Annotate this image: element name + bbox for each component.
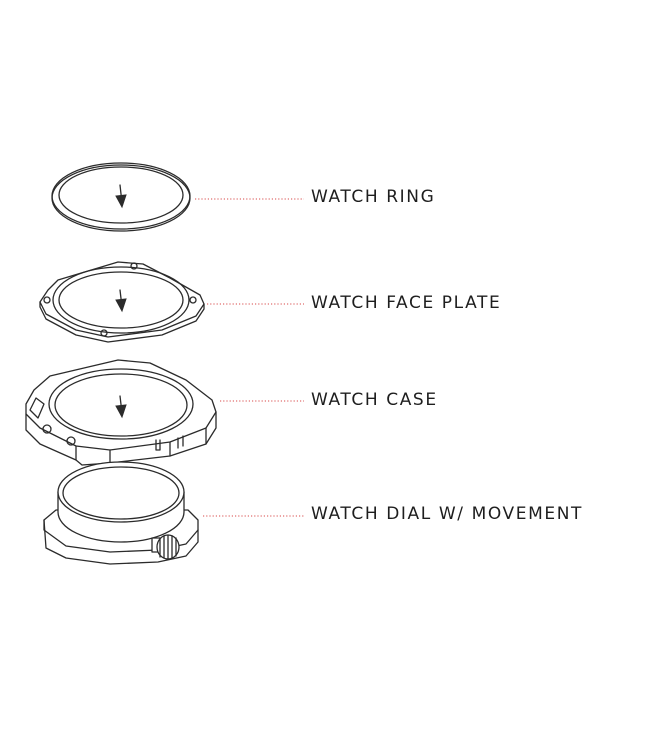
- watch-case-part: [25, 359, 217, 466]
- watch-dial-label: WATCH DIAL W/ MOVEMENT: [311, 504, 584, 524]
- case-down-arrow-icon: [115, 395, 127, 419]
- watch-dial-part: [43, 461, 199, 565]
- face-plate-down-arrow-icon: [115, 289, 127, 313]
- watch-case-label: WATCH CASE: [311, 390, 438, 410]
- watch-ring-label: WATCH RING: [311, 187, 436, 207]
- watch-face-plate-part: [39, 261, 205, 343]
- crown-icon: [151, 534, 180, 560]
- watch-ring-part: [51, 162, 191, 232]
- watch-face-plate-label: WATCH FACE PLATE: [311, 293, 502, 313]
- ring-down-arrow-icon: [115, 184, 127, 209]
